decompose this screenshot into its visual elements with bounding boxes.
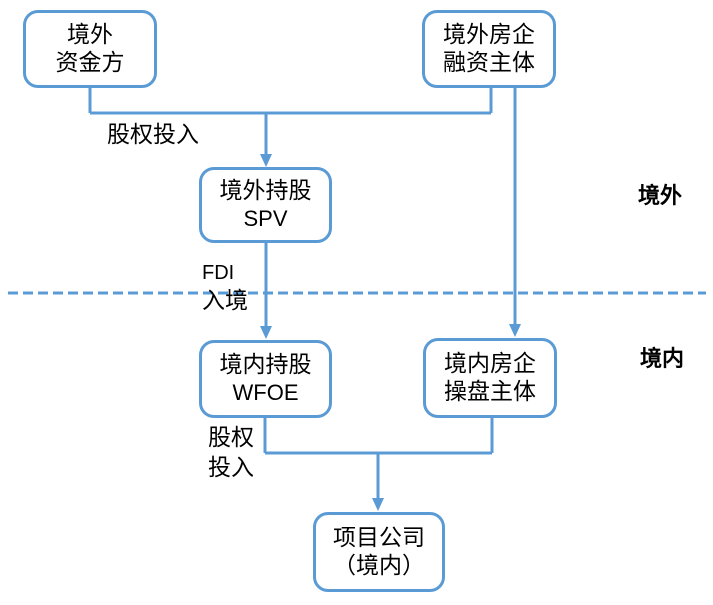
node-offshore-financing: 境外房企 融资主体: [422, 10, 556, 88]
node-offshore-financing-label-line2: 融资主体: [443, 50, 535, 76]
node-offshore-spv-label-line1: 境外持股: [219, 178, 312, 204]
region-label-onshore: 境内: [640, 346, 685, 371]
edge-label-equity-bottom-line1: 股权: [208, 425, 254, 451]
region-label-offshore: 境外: [638, 183, 683, 208]
node-onshore-wfoe: 境内持股 WFOE: [199, 340, 332, 418]
node-onshore-operator: 境内房企 操盘主体: [423, 338, 557, 418]
node-offshore-capital-label-line2: 资金方: [55, 50, 125, 76]
arrowhead-into-wfoe: [260, 326, 272, 339]
arrowhead-into-project: [372, 498, 384, 511]
node-project-company-label-line2: （境内）: [333, 553, 425, 579]
node-project-company: 项目公司 （境内）: [313, 512, 445, 592]
edge-label-fdi-entry: FDI 入境: [202, 260, 248, 316]
edge-label-fdi-line1: FDI: [202, 262, 235, 284]
node-project-company-label-line1: 项目公司: [333, 525, 425, 551]
node-offshore-spv: 境外持股 SPV: [199, 167, 332, 243]
edge-label-fdi-line2: 入境: [202, 288, 248, 314]
node-onshore-wfoe-label-line2: WFOE: [232, 380, 299, 405]
node-offshore-capital-label-line1: 境外: [67, 22, 113, 48]
edge-label-equity-investment-top: 股权投入: [107, 122, 199, 148]
edge-label-equity-bottom-line2: 投入: [208, 455, 254, 481]
node-onshore-operator-label-line1: 境内房企: [444, 351, 536, 377]
node-offshore-financing-label-line1: 境外房企: [443, 22, 535, 48]
arrowhead-into-spv: [260, 154, 272, 167]
node-offshore-spv-label-line2: SPV: [243, 206, 288, 231]
node-offshore-capital: 境外 资金方: [23, 10, 157, 88]
edge-label-equity-investment-bottom: 股权 投入: [208, 423, 254, 483]
node-onshore-wfoe-label-line1: 境内持股: [219, 352, 312, 378]
node-onshore-operator-label-line2: 操盘主体: [444, 379, 536, 405]
arrowhead-into-operator: [509, 324, 521, 337]
